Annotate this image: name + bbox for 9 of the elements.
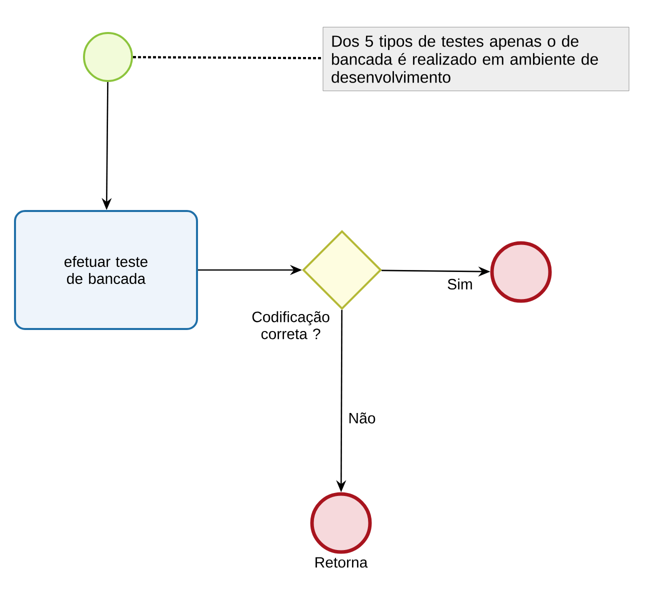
dotted-association-line (133, 56, 323, 60)
edge-label: Não (347, 412, 377, 424)
start-event-circle (83, 32, 133, 82)
text-annotation: Dos 5 tipos de testes apenas o de bancada é realizado em ambiente de desenvolvimento (322, 26, 630, 92)
task-box: efetuar teste de bancada (14, 210, 198, 330)
edge-label: Sim (446, 278, 474, 290)
event-label: Retorna (316, 557, 368, 568)
end-event-circle (490, 241, 552, 303)
gateway-label: Codificação correta ? (252, 311, 330, 340)
